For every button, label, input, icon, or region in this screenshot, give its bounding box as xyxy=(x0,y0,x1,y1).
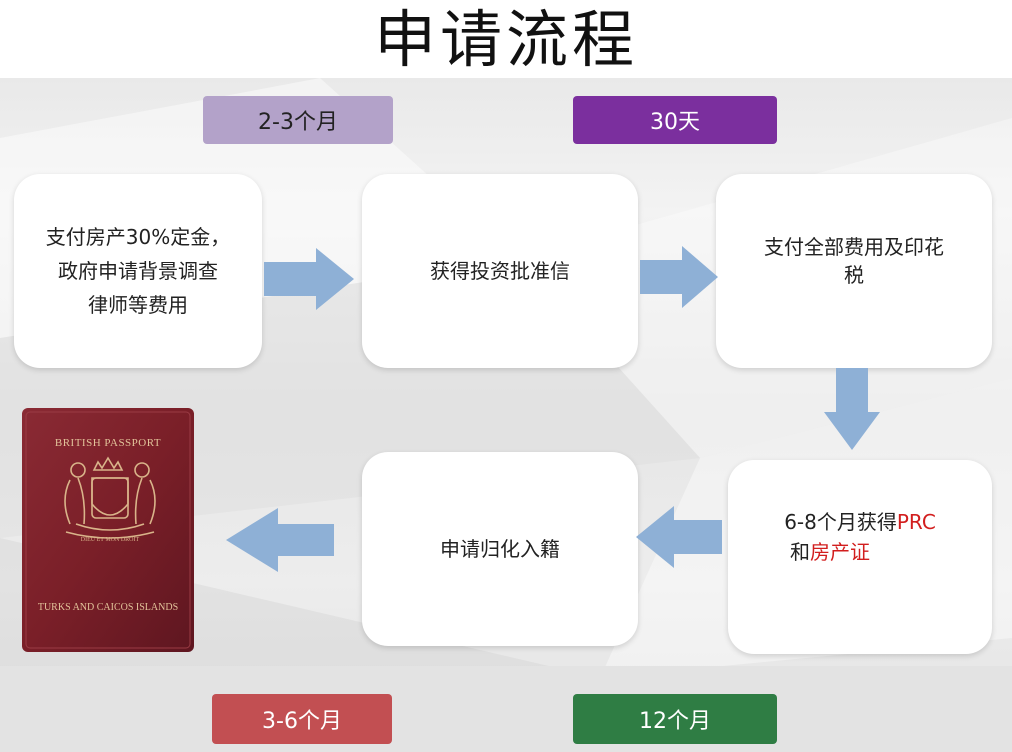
step-text: 获得投资批准信 xyxy=(430,259,570,283)
arrow-left-icon xyxy=(636,506,722,568)
step-text-plain: 6-8个月获得 xyxy=(784,510,897,534)
step-text-highlight: 房产证 xyxy=(809,540,870,564)
passport-header: BRITISH PASSPORT xyxy=(55,437,161,449)
arrow-down-icon xyxy=(824,368,880,450)
duration-label: 2-3个月 xyxy=(258,110,338,135)
duration-badge-12-months: 12个月 xyxy=(573,694,777,744)
duration-label: 30天 xyxy=(650,110,700,135)
duration-label: 12个月 xyxy=(639,709,711,734)
step-text-line: 律师等费用 xyxy=(87,293,188,317)
duration-label: 3-6个月 xyxy=(262,709,342,734)
duration-badge-2-3-months: 2-3个月 xyxy=(203,96,393,144)
step-investment-approval: 获得投资批准信 xyxy=(362,174,638,368)
passport-footer: TURKS AND CAICOS ISLANDS xyxy=(38,602,178,613)
bottom-band xyxy=(0,666,1012,752)
step-text-line: 支付房产30%定金， xyxy=(45,225,231,249)
step-pay-full-fees: 支付全部费用及印花 税 xyxy=(716,174,992,368)
step-pay-deposit: 支付房产30%定金， 政府申请背景调查 律师等费用 xyxy=(14,174,262,368)
step-text-highlight: PRC xyxy=(896,510,936,534)
passport-motto: DIEU ET MON DROIT xyxy=(81,537,140,543)
step-obtain-prc: 6-8个月获得PRC 和房产证 xyxy=(728,460,992,654)
duration-badge-30-days: 30天 xyxy=(573,96,777,144)
coat-of-arms-icon xyxy=(64,456,156,539)
step-text: 申请归化入籍 xyxy=(440,537,560,561)
british-passport-image: BRITISH PASSPORT DIEU ET MON DROIT TURKS… xyxy=(22,408,194,652)
step-text-line: 和房产证 xyxy=(724,537,936,567)
arrow-right-icon xyxy=(264,248,354,310)
step-text-plain: 和 xyxy=(789,540,810,564)
step-apply-naturalization: 申请归化入籍 xyxy=(362,452,638,646)
arrow-right-icon xyxy=(640,246,718,308)
page-title: 申请流程 xyxy=(373,3,638,76)
step-text-line: 6-8个月获得PRC xyxy=(784,507,936,537)
duration-badge-3-6-months: 3-6个月 xyxy=(212,694,392,744)
step-text-line: 支付全部费用及印花 xyxy=(764,235,944,259)
step-text-line: 税 xyxy=(844,263,864,287)
arrow-left-icon xyxy=(226,508,334,572)
step-text-line: 政府申请背景调查 xyxy=(57,259,218,283)
